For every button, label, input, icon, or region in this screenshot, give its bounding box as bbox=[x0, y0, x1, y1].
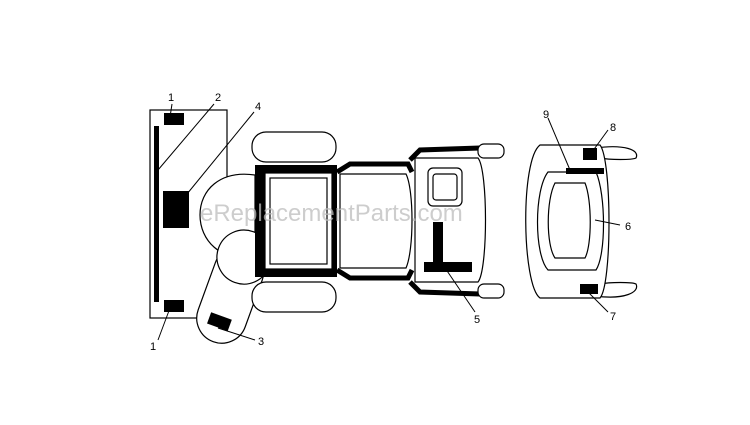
decal-8 bbox=[583, 148, 597, 160]
dash-base bbox=[424, 262, 472, 272]
hood-grille bbox=[547, 182, 591, 259]
callout-4: 4 bbox=[255, 101, 261, 113]
seat-inner bbox=[269, 177, 328, 265]
callout-2: 2 bbox=[215, 92, 221, 104]
callout-7: 7 bbox=[610, 311, 616, 323]
rear-wheels bbox=[251, 131, 337, 313]
callout-5: 5 bbox=[474, 314, 480, 326]
watermark-text: eReplacementParts.com bbox=[200, 200, 463, 227]
decal-7 bbox=[580, 284, 598, 294]
dash-panel bbox=[414, 157, 487, 283]
decal-1-top bbox=[164, 113, 184, 125]
rear-wheel-bottom bbox=[251, 281, 337, 313]
frame-rails bbox=[335, 145, 481, 297]
stub-top bbox=[477, 143, 505, 159]
hood-assembly bbox=[525, 144, 638, 299]
mid-body bbox=[339, 173, 413, 269]
seat-area bbox=[255, 165, 337, 277]
callout-1-bottom: 1 bbox=[150, 341, 156, 353]
callout-3: 3 bbox=[258, 336, 264, 348]
decal-1-bottom bbox=[164, 300, 184, 312]
decal-9 bbox=[566, 168, 604, 174]
gauge-inner bbox=[432, 173, 458, 201]
callout-1-top: 1 bbox=[168, 92, 174, 104]
callout-8: 8 bbox=[610, 122, 616, 134]
stub-bottom bbox=[477, 283, 505, 299]
decal-5 bbox=[433, 222, 443, 262]
callout-labels: 1 2 4 1 3 5 9 8 6 7 bbox=[150, 92, 631, 353]
callout-6: 6 bbox=[625, 221, 631, 233]
callout-9: 9 bbox=[543, 109, 549, 121]
front-wheel-top bbox=[594, 146, 638, 161]
front-wheel-bottom bbox=[594, 281, 638, 298]
rear-wheel-top bbox=[251, 131, 337, 163]
decal-strip-2 bbox=[154, 126, 159, 302]
decal-3 bbox=[207, 312, 232, 332]
leader-lines bbox=[157, 103, 621, 341]
front-axle-stubs bbox=[477, 143, 505, 299]
